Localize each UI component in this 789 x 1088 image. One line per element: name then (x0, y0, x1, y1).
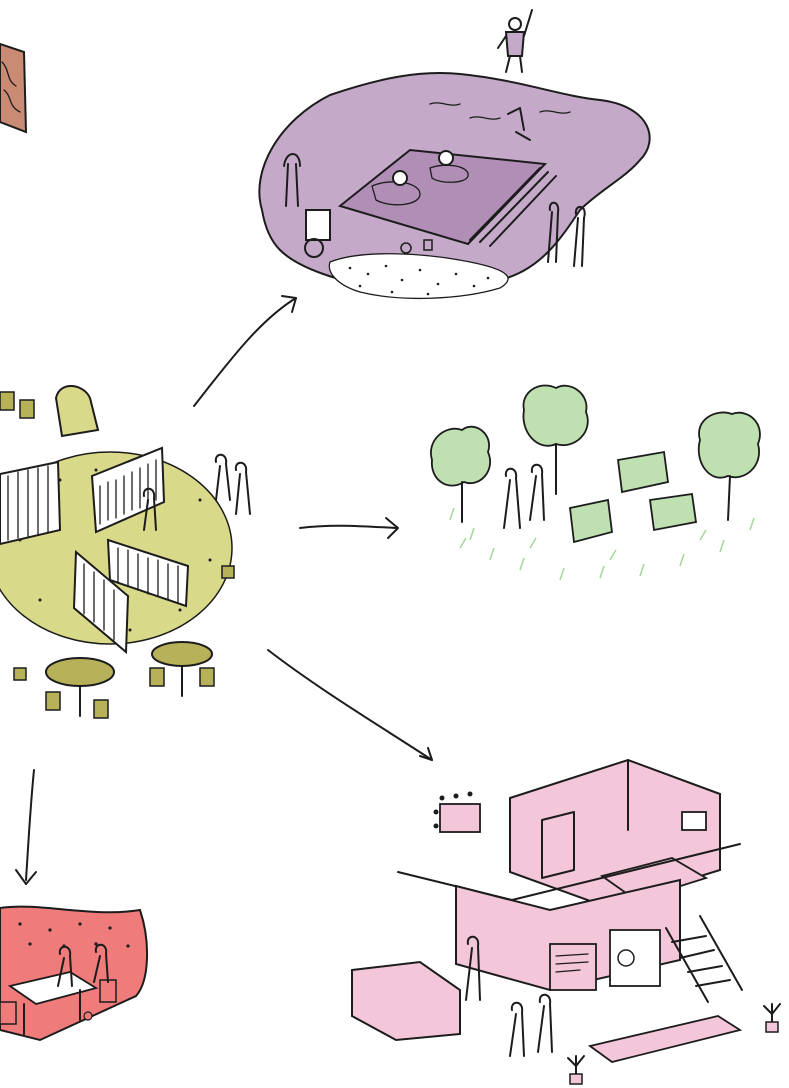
vanity-mirror (434, 792, 481, 833)
tree-middle (523, 385, 587, 494)
arrow-to-garden (300, 526, 396, 528)
library-scene (0, 386, 250, 718)
garden-scene (431, 385, 760, 580)
water-pond-scene (259, 73, 649, 298)
arrow-to-cafe (26, 770, 34, 880)
tree-left (431, 427, 490, 522)
standing-figure-top (498, 10, 532, 72)
artwork-fragment (0, 44, 26, 132)
house-scene (352, 760, 780, 1084)
arrow-to-pond (194, 298, 296, 406)
planter-boxes (570, 452, 696, 542)
arrow-to-house (268, 650, 432, 760)
red-cafe-scene (0, 907, 147, 1040)
tree-right (699, 412, 760, 520)
